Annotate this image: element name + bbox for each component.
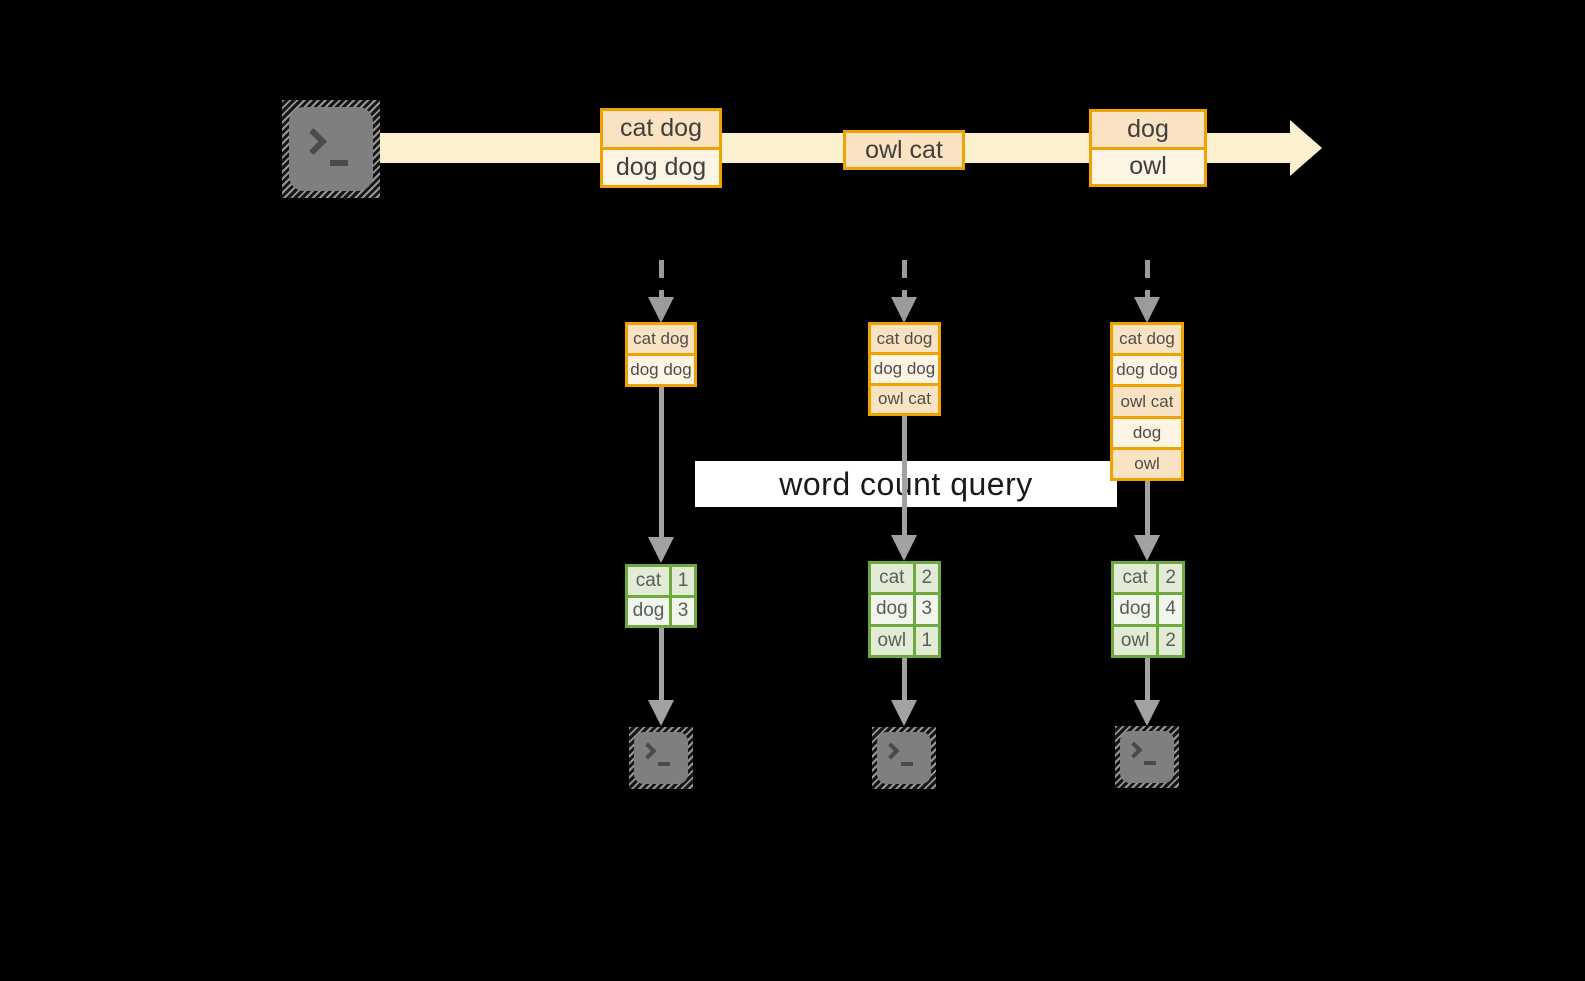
- stream-event-3: dog owl: [1089, 109, 1207, 187]
- word-cell: cat: [628, 567, 672, 595]
- word-cell: cat: [1114, 564, 1160, 593]
- event-line: dog dog: [603, 146, 719, 185]
- table-row: dog 4: [1114, 592, 1182, 624]
- table-row: cat 2: [871, 564, 938, 593]
- buffer-line: owl cat: [1113, 384, 1181, 416]
- terminal-sink-icon-3: [1115, 726, 1179, 788]
- terminal-body: [877, 732, 931, 784]
- table-row: dog 3: [871, 592, 938, 624]
- query-arrow-head: [648, 537, 674, 563]
- word-cell: owl: [871, 626, 916, 655]
- stream-arrow-head: [1290, 120, 1322, 176]
- output-arrow-line: [901, 658, 907, 700]
- word-cell: cat: [871, 564, 916, 593]
- count-table-3: cat 2 dog 4 owl 2: [1111, 561, 1185, 658]
- buffer-line: cat dog: [871, 325, 938, 353]
- count-cell: 2: [1159, 626, 1182, 655]
- table-row: owl 1: [871, 623, 938, 655]
- count-table-1: cat 1 dog 3: [625, 564, 697, 628]
- terminal-body: [1120, 731, 1174, 783]
- buffer-line: dog: [1113, 415, 1181, 447]
- buffer-2: cat dog dog dog owl cat: [868, 322, 941, 416]
- prompt-underscore-icon: [330, 160, 348, 166]
- terminal-body: [289, 107, 373, 191]
- buffer-line: owl: [1113, 446, 1181, 479]
- event-line: owl cat: [846, 133, 962, 167]
- query-arrow-line: [1144, 480, 1150, 535]
- count-cell: 1: [671, 567, 694, 595]
- output-arrow-head: [891, 700, 917, 726]
- count-cell: 3: [671, 597, 694, 625]
- dashed-arrow-line: [901, 260, 907, 300]
- output-arrow-line: [1144, 658, 1150, 700]
- dashed-arrow-head: [648, 297, 674, 323]
- stream-event-2: owl cat: [843, 130, 965, 170]
- prompt-underscore-icon: [1144, 761, 1156, 765]
- dashed-arrow-head: [1134, 297, 1160, 323]
- count-cell: 3: [915, 595, 938, 624]
- table-row: cat 2: [1114, 564, 1182, 593]
- terminal-sink-icon-2: [872, 727, 936, 789]
- stream-event-1: cat dog dog dog: [600, 108, 722, 188]
- buffer-line: dog dog: [628, 353, 694, 384]
- query-arrow-line: [901, 415, 907, 535]
- word-cell: dog: [1114, 595, 1160, 624]
- prompt-underscore-icon: [658, 762, 670, 766]
- event-line: dog: [1092, 112, 1204, 147]
- buffer-line: cat dog: [628, 325, 694, 353]
- dashed-arrow-line: [1144, 260, 1150, 300]
- table-row: dog 3: [628, 594, 694, 625]
- word-cell: dog: [628, 597, 672, 625]
- output-arrow-line: [658, 628, 664, 700]
- buffer-line: owl cat: [871, 382, 938, 413]
- query-arrow-line: [658, 387, 664, 537]
- query-arrow-head: [891, 535, 917, 561]
- terminal-sink-icon-1: [629, 727, 693, 789]
- output-arrow-head: [1134, 700, 1160, 726]
- terminal-body: [634, 732, 688, 784]
- output-arrow-head: [648, 700, 674, 726]
- word-cell: owl: [1114, 626, 1160, 655]
- buffer-3: cat dog dog dog owl cat dog owl: [1110, 322, 1184, 481]
- buffer-line: dog dog: [871, 352, 938, 383]
- table-row: cat 1: [628, 567, 694, 595]
- count-cell: 2: [1159, 564, 1182, 593]
- dashed-arrow-line: [658, 260, 664, 300]
- query-arrow-head: [1134, 535, 1160, 561]
- word-cell: dog: [871, 595, 916, 624]
- table-row: owl 2: [1114, 623, 1182, 655]
- buffer-line: dog dog: [1113, 353, 1181, 385]
- count-cell: 2: [915, 564, 938, 593]
- count-cell: 1: [915, 626, 938, 655]
- dashed-arrow-head: [891, 297, 917, 323]
- event-line: cat dog: [603, 111, 719, 147]
- event-line: owl: [1092, 146, 1204, 184]
- count-table-2: cat 2 dog 3 owl 1: [868, 561, 941, 658]
- terminal-source-icon: [282, 100, 380, 198]
- buffer-line: cat dog: [1113, 325, 1181, 354]
- buffer-1: cat dog dog dog: [625, 322, 697, 387]
- count-cell: 4: [1159, 595, 1182, 624]
- prompt-underscore-icon: [901, 762, 913, 766]
